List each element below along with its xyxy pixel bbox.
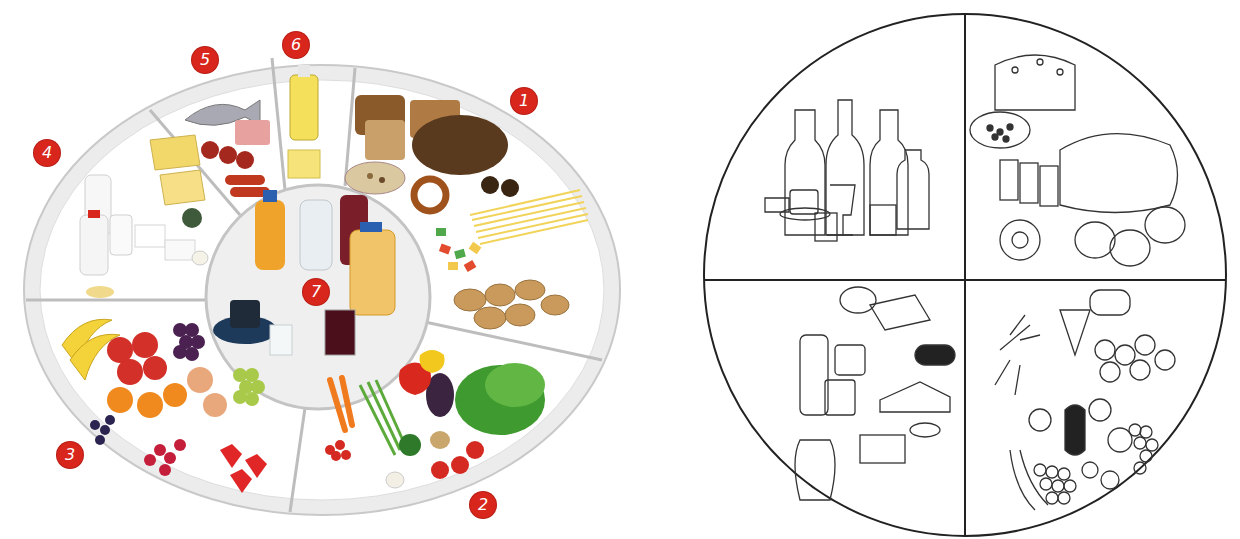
callout-number: 1 — [511, 88, 537, 114]
vegetable-group — [325, 350, 545, 488]
line-drinks — [765, 100, 929, 241]
callout-number: 7 — [303, 279, 329, 305]
fruit-group — [62, 319, 267, 493]
callout-number: 3 — [57, 442, 83, 468]
line-plate — [704, 14, 1226, 536]
callout-number: 4 — [34, 140, 60, 166]
callout-number: 5 — [192, 47, 218, 73]
meat-fish-group — [185, 100, 270, 197]
drink-group — [213, 190, 395, 355]
line-dairy — [795, 287, 955, 500]
callout-number: 2 — [470, 492, 496, 518]
line-bread — [970, 55, 1185, 266]
line-fruit-veg — [995, 290, 1175, 510]
grain-group — [345, 95, 588, 329]
fat-group — [288, 65, 320, 178]
dairy-group — [80, 135, 208, 298]
callout-number: 6 — [283, 32, 309, 58]
color-plate — [24, 58, 620, 515]
